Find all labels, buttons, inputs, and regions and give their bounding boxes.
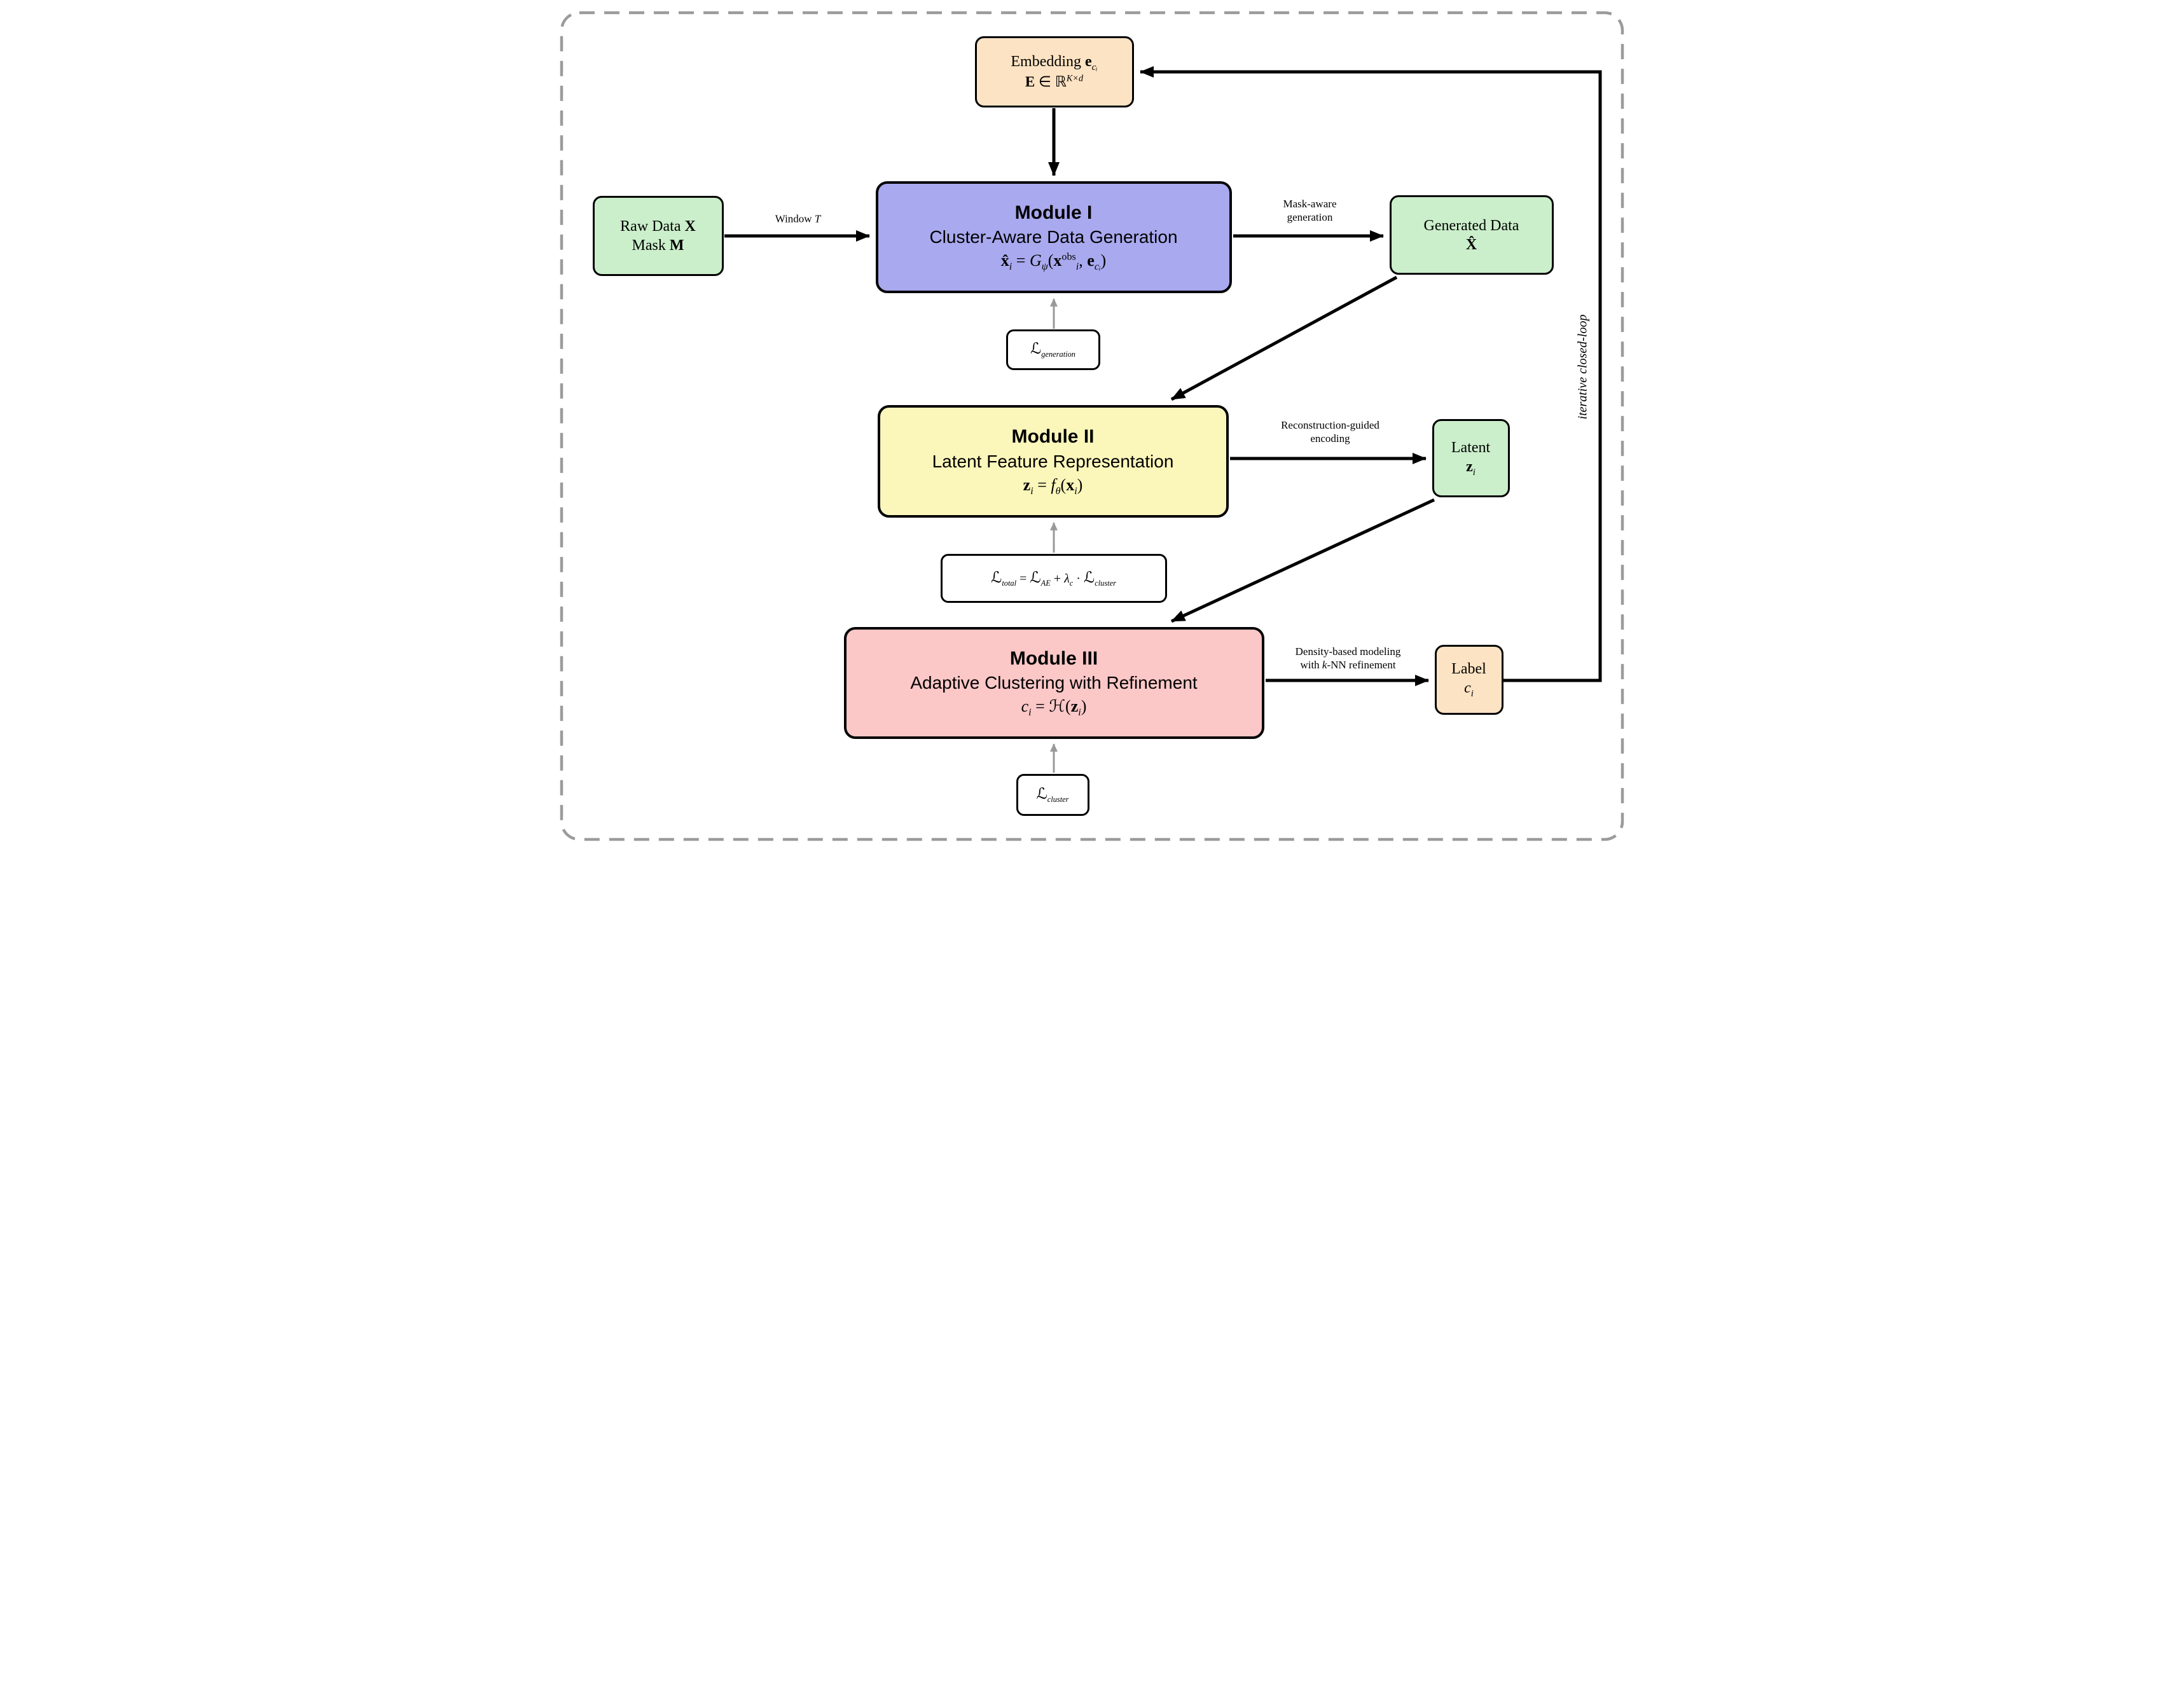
module3-box: Module III Adaptive Clustering with Refi… (843, 627, 1264, 739)
module1-formula: x̂i = Gψ(xobsi, ecᵢ) (1000, 251, 1107, 273)
module2-title: Module II (1011, 426, 1095, 448)
edge-latent-to-module3 (1170, 498, 1435, 623)
label-box: Label ci (1434, 645, 1503, 715)
module1-title: Module I (1014, 202, 1093, 223)
latent-symbol: zi (1466, 458, 1476, 478)
loss-cluster-text: ℒcluster (1036, 786, 1069, 804)
generated-data-box: Generated Data X̂ (1389, 195, 1554, 275)
embedding-title: Embedding ecᵢ (1011, 53, 1098, 72)
module2-box: Module II Latent Feature Representation … (877, 405, 1229, 518)
edges-layer (560, 11, 1624, 841)
module2-formula: zi = fθ(xi) (1023, 475, 1083, 497)
raw-data-line2: Mask M (632, 237, 684, 254)
loss-total-text: ℒtotal = ℒAE + λc · ℒcluster (991, 569, 1116, 588)
latent-box: Latent zi (1432, 419, 1510, 497)
module3-subtitle: Adaptive Clustering with Refinement (910, 673, 1198, 693)
loss-total-box: ℒtotal = ℒAE + λc · ℒcluster (940, 554, 1167, 603)
figure-canvas: Embedding ecᵢ E ∈ ℝK×d Module I Cluster-… (546, 0, 1638, 852)
module2-subtitle: Latent Feature Representation (932, 451, 1174, 471)
generated-data-line1: Generated Data (1423, 217, 1519, 234)
module3-title: Module III (1009, 647, 1098, 669)
loss-generation-box: ℒgeneration (1006, 329, 1100, 370)
edge-label-reconstruction: Reconstruction-guided encoding (1281, 418, 1379, 445)
latent-line1: Latent (1451, 439, 1491, 456)
embedding-formula: E ∈ ℝK×d (1025, 73, 1084, 90)
edge-label-iterative-closed-loop: iterative closed-loop (1575, 314, 1589, 420)
raw-data-box: Raw Data X Mask M (592, 196, 724, 276)
edge-label-density: Density-based modeling with k-NN refinem… (1295, 645, 1401, 671)
edge-label-window-t: Window T (775, 212, 821, 225)
figure-dashed-border (560, 11, 1624, 841)
label-line1: Label (1451, 661, 1486, 678)
embedding-box: Embedding ecᵢ E ∈ ℝK×d (974, 36, 1134, 107)
loss-cluster-box: ℒcluster (1016, 774, 1089, 816)
module1-subtitle: Cluster-Aware Data Generation (929, 227, 1178, 247)
edge-closed-loop-to-embedding (1139, 66, 1601, 682)
edge-label-mask-aware: Mask-aware generation (1283, 197, 1337, 223)
generated-data-symbol: X̂ (1465, 236, 1477, 253)
module3-formula: ci = ℋ(zi) (1021, 697, 1087, 719)
loss-generation-text: ℒgeneration (1030, 341, 1075, 359)
raw-data-line1: Raw Data X (620, 218, 696, 235)
edge-generated-to-module2 (1170, 275, 1397, 401)
module1-box: Module I Cluster-Aware Data Generation x… (875, 181, 1232, 293)
label-symbol: ci (1464, 680, 1474, 700)
